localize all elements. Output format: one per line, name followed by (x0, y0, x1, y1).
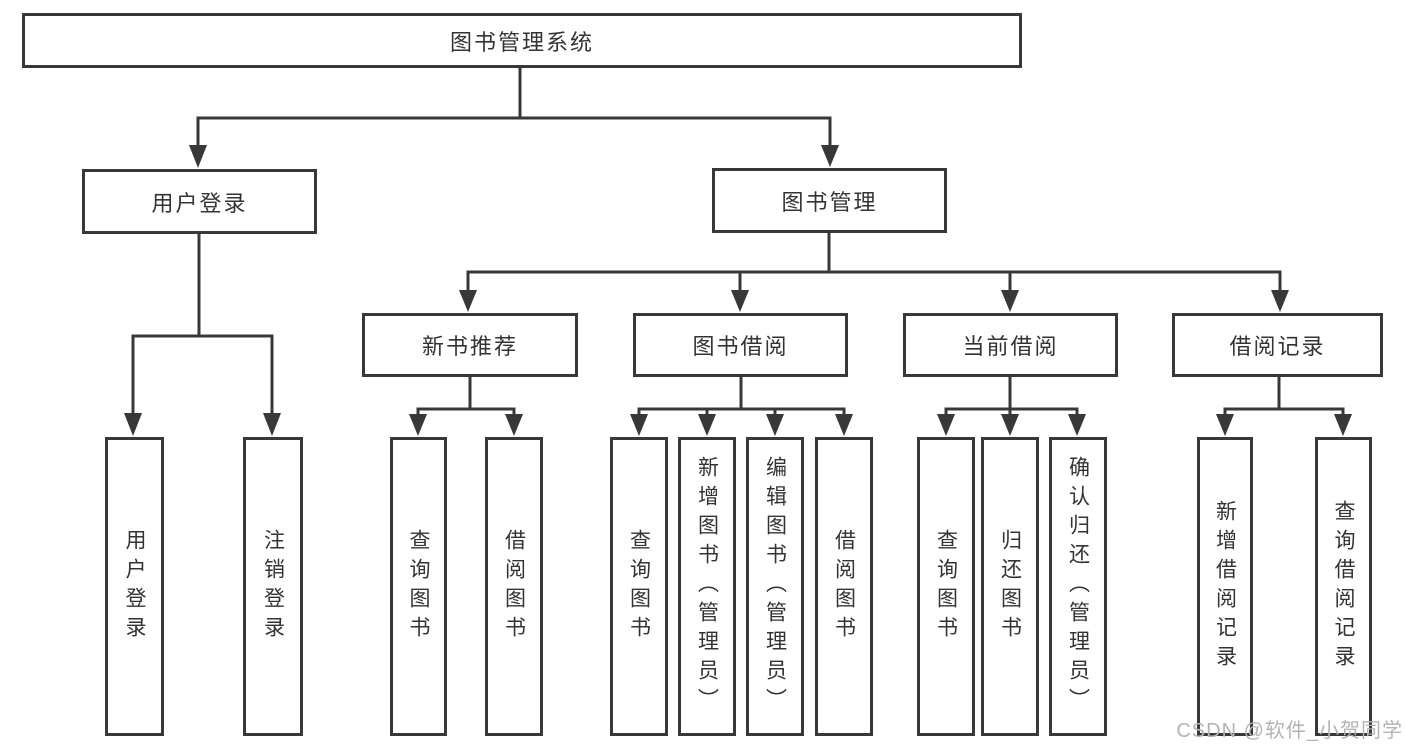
arrowhead-icon (505, 414, 523, 436)
node-user-login: 用户登录 (82, 169, 317, 234)
connector-user-login-children (124, 234, 281, 436)
node-root: 图书管理系统 (22, 13, 1022, 68)
arrowhead-icon (409, 414, 427, 436)
connector-book-borrow-children (630, 377, 853, 436)
arrowhead-icon (1001, 290, 1019, 312)
leaf-br-query-record: 查询借阅记录 (1315, 437, 1372, 736)
arrowhead-icon (821, 145, 839, 167)
connector-root-to-level2 (189, 68, 839, 168)
arrowhead-icon (1216, 414, 1234, 436)
arrowhead-icon (189, 145, 207, 168)
arrowhead-icon (731, 290, 749, 312)
node-book-borrow: 图书借阅 (633, 313, 848, 377)
arrowhead-icon (1271, 290, 1289, 312)
connector-new-book-children (409, 377, 523, 436)
node-current-borrow: 当前借阅 (903, 313, 1118, 377)
leaf-cb-confirm-return-admin: 确认归还（管理员） (1049, 437, 1107, 736)
connector-current-borrow-children (937, 377, 1086, 436)
arrowhead-icon (263, 413, 281, 436)
csdn-watermark: CSDN @软件_小贺同学 (1176, 720, 1403, 742)
arrowhead-icon (937, 414, 955, 436)
leaf-bb-query-book: 查询图书 (610, 437, 668, 736)
node-book-management: 图书管理 (712, 168, 947, 233)
leaf-br-add-record: 新增借阅记录 (1197, 437, 1253, 736)
leaf-logout: 注销登录 (243, 437, 303, 736)
arrowhead-icon (1068, 414, 1086, 436)
arrowhead-icon (1334, 414, 1352, 436)
leaf-bb-edit-book-admin: 编辑图书（管理员） (746, 437, 804, 736)
leaf-user-login: 用户登录 (105, 437, 164, 736)
connector-records-children (1216, 375, 1352, 436)
connector-book-mgmt-to-level3 (459, 233, 1289, 312)
arrowhead-icon (766, 414, 784, 436)
leaf-nb-borrow-book: 借阅图书 (485, 437, 543, 736)
arrowhead-icon (459, 290, 477, 312)
node-borrow-records: 借阅记录 (1172, 313, 1383, 377)
arrowhead-icon (124, 413, 142, 436)
arrowhead-icon (698, 414, 716, 436)
arrowhead-icon (630, 414, 648, 436)
leaf-cb-query-book: 查询图书 (917, 437, 975, 736)
node-new-book-recommend: 新书推荐 (362, 313, 578, 377)
leaf-nb-query-book: 查询图书 (390, 437, 447, 736)
arrowhead-icon (835, 414, 853, 436)
leaf-cb-return-book: 归还图书 (981, 437, 1039, 736)
leaf-bb-add-book-admin: 新增图书（管理员） (678, 437, 736, 736)
arrowhead-icon (1001, 414, 1019, 436)
leaf-bb-borrow-book: 借阅图书 (815, 437, 873, 736)
